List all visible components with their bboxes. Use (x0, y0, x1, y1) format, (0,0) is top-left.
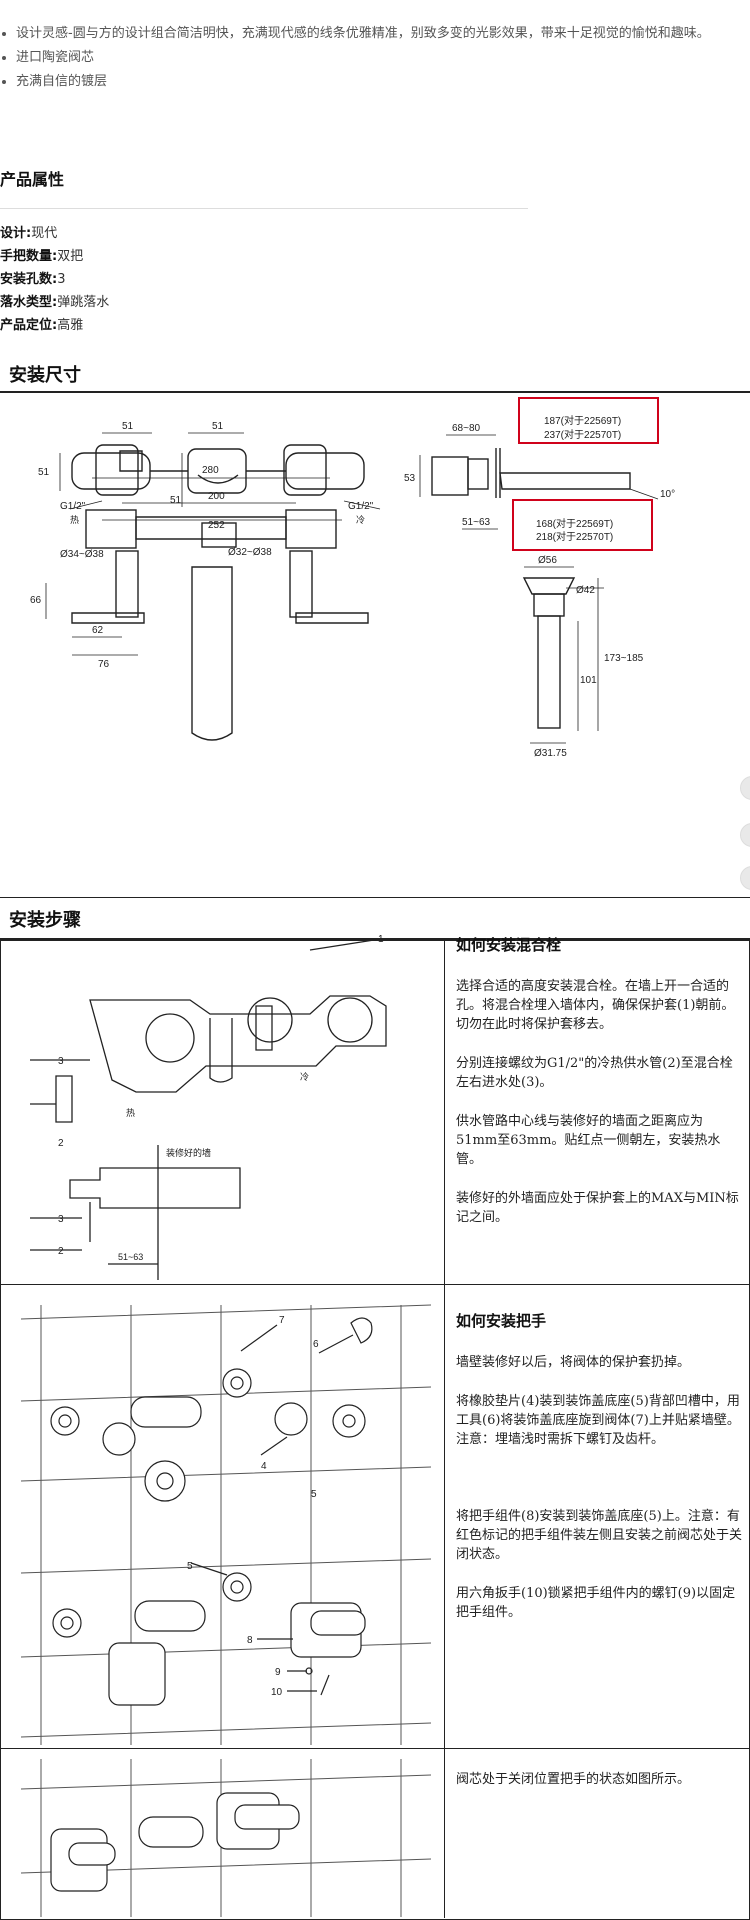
step-heading: 如何安装把手 (456, 1312, 547, 1330)
feature-item: 充满自信的镀层 (0, 70, 742, 94)
row-divider (0, 1284, 750, 1285)
dim-label: 187(对于22569T) (544, 414, 621, 427)
dim-label: 218(对于22570T) (536, 530, 613, 543)
dim-label: 51 (170, 495, 182, 506)
side-view (431, 448, 631, 498)
dim-label: 280 (202, 465, 219, 476)
dim-label: 252 (208, 520, 225, 531)
step-block-1: 如何安装混合栓 选择合适的高度安装混合栓。在墙上开一合适的孔。将混合栓埋入墙体内… (456, 936, 742, 1247)
dim-label: G1/2" (60, 501, 86, 512)
drain-drawing (522, 577, 576, 729)
section-rule (0, 897, 750, 898)
callout-number: 7 (279, 1315, 285, 1326)
highlight-box-2 (512, 499, 653, 551)
steps-title: 安装步骤 (9, 910, 81, 931)
divider (0, 208, 528, 209)
dim-label: G1/2" (348, 501, 374, 512)
feature-list: 设计灵感-圆与方的设计组合简洁明快，充满现代感的线条优雅精准，别致多变的光影效果… (0, 22, 742, 94)
step-para: 用六角扳手(10)锁紧把手组件内的螺钉(9)以固定把手组件。 (456, 1586, 736, 1620)
step-para: 供水管路中心线与装修好的墙面之距离应为51mm至63mm。贴红点一侧朝左，安装热… (456, 1114, 721, 1167)
callout-number: 1 (378, 934, 384, 945)
column-divider (444, 940, 445, 1918)
callout-number: 8 (247, 1635, 253, 1646)
dim-label: 51~63 (118, 1252, 143, 1262)
hot-label: 热 (70, 514, 79, 525)
callout-number: 2 (58, 1138, 64, 1149)
step-para: 墙壁装修好以后，将阀体的保护套扔掉。 (456, 1355, 691, 1370)
step-para: 选择合适的高度安装混合栓。在墙上开一合适的孔。将混合栓埋入墙体内，确保保护套(1… (456, 979, 735, 1032)
step-para: 将把手组件(8)安装到装饰盖底座(5)上。注意：有红色标记的把手组件装左侧且安装… (456, 1509, 743, 1562)
step2-figure: 7 6 4 5 5 8 9 10 (20, 1304, 432, 1745)
attr-row: 落水类型:弹跳落水 (0, 295, 110, 310)
front-view (71, 509, 369, 741)
cold-label: 冷 (300, 1071, 309, 1082)
row-divider (0, 1748, 750, 1749)
dim-label: 173~185 (604, 653, 644, 664)
top-view-dims (59, 432, 381, 521)
top-view (71, 444, 365, 496)
step-block-2: 如何安装把手 墙壁装修好以后，将阀体的保护套扔掉。 将橡胶垫片(4)装到装饰盖底… (456, 1312, 742, 1642)
dim-label: 51~63 (462, 517, 491, 528)
callout-number: 3 (58, 1056, 64, 1067)
section-rule (0, 938, 750, 940)
callout-number: 5 (311, 1489, 317, 1500)
attr-row: 手把数量:双把 (0, 249, 84, 264)
dim-label: 200 (208, 491, 225, 502)
dim-label: 10° (660, 489, 675, 500)
dimension-drawing: 51 51 51 51 G1/2" G1/2" 热 冷 252 68~80 53… (30, 397, 675, 759)
feature-item: 设计灵感-圆与方的设计组合简洁明快，充满现代感的线条优雅精准，别致多变的光影效果… (0, 22, 742, 46)
callout-number: 10 (271, 1687, 283, 1698)
attributes-list: 设计:现代 手把数量:双把 安装孔数:3 落水类型:弹跳落水 产品定位:高雅 (0, 222, 109, 337)
dim-label: Ø32~Ø38 (228, 547, 272, 558)
section-rule (0, 391, 750, 393)
step-para: 将橡胶垫片(4)装到装饰盖底座(5)背部凹槽中，用工具(6)将装饰盖底座旋到阀体… (456, 1394, 740, 1447)
dim-label: 101 (580, 675, 597, 686)
step-para: 阀芯处于关闭位置把手的状态如图所示。 (456, 1772, 691, 1787)
step-heading: 如何安装混合栓 (456, 936, 562, 954)
dim-label: Ø42 (576, 585, 595, 596)
dim-label: 76 (98, 659, 110, 670)
feature-item: 进口陶瓷阀芯 (0, 46, 742, 70)
cold-label: 冷 (356, 514, 365, 525)
dimensions-title: 安装尺寸 (9, 365, 81, 386)
dim-label: 53 (404, 473, 416, 484)
callout-number: 3 (58, 1214, 64, 1225)
dim-label: Ø56 (538, 555, 557, 566)
dim-label: 168(对于22569T) (536, 517, 613, 530)
dim-label: Ø31.75 (534, 748, 567, 759)
dim-label: 51 (212, 421, 224, 432)
step1-figure: 1 2 3 2 3 热 冷 装修好的墙 51~63 (30, 934, 387, 1280)
attr-row: 安装孔数:3 (0, 272, 66, 287)
highlight-box-1 (518, 397, 659, 444)
attr-row: 产品定位:高雅 (0, 318, 84, 333)
attributes-title: 产品属性 (0, 170, 65, 189)
dim-label: 237(对于22570T) (544, 428, 621, 441)
dim-label: 66 (30, 595, 42, 606)
attr-row: 设计:现代 (0, 226, 58, 241)
step-para: 分别连接螺纹为G1/2"的冷热供水管(2)至混合栓左右进水处(3)。 (456, 1056, 733, 1090)
callout-number: 2 (58, 1246, 64, 1257)
step-para: 装修好的外墙面应处于保护套上的MAX与MIN标记之间。 (456, 1191, 739, 1225)
step-block-3: 阀芯处于关闭位置把手的状态如图所示。 (456, 1770, 742, 1809)
hot-label: 热 (126, 1107, 135, 1118)
wall-label: 装修好的墙 (166, 1147, 211, 1158)
step3-figure (20, 1759, 432, 1917)
callout-number: 9 (275, 1667, 281, 1678)
callout-number: 5 (187, 1561, 193, 1572)
callout-number: 4 (261, 1461, 267, 1472)
dim-label: 51 (122, 421, 134, 432)
dim-label: 51 (38, 467, 50, 478)
callout-number: 6 (313, 1339, 319, 1350)
dim-label: 68~80 (452, 423, 481, 434)
dim-label: 62 (92, 625, 104, 636)
dim-label: Ø34~Ø38 (60, 549, 104, 560)
